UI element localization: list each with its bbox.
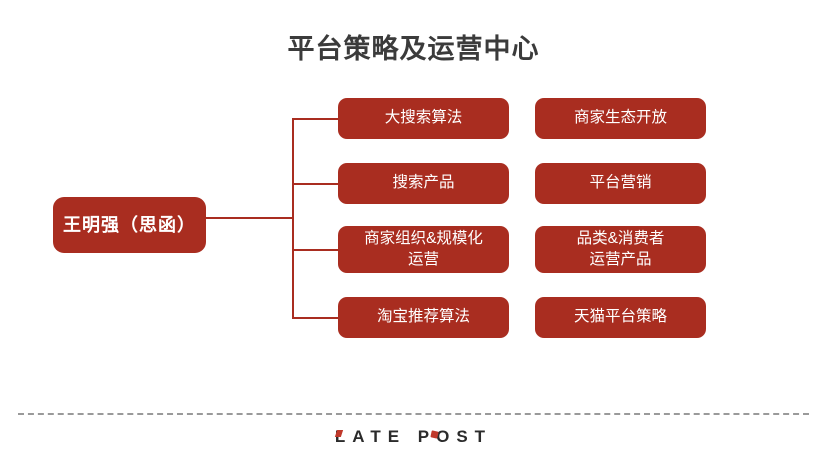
org-node-row3-col2-line2: 运营产品 (589, 250, 652, 268)
connector-branch-row-2 (292, 183, 339, 185)
org-node-row1-col2[interactable]: 商家生态开放 (535, 98, 706, 139)
org-node-row1-col1[interactable]: 大搜索算法 (338, 98, 509, 139)
org-node-row1-col2-label: 商家生态开放 (573, 109, 667, 127)
org-node-row3-col2-line1: 品类&消费者 (576, 229, 665, 247)
logo-accent-o-icon (430, 430, 439, 439)
org-node-row3-col2-label: 品类&消费者 运营产品 (571, 229, 671, 271)
org-node-row2-col2-label: 平台营销 (589, 174, 652, 192)
org-node-row4-col2-label: 天猫平台策略 (573, 308, 667, 326)
connector-vertical-spine (292, 118, 294, 318)
org-node-row1-col1-label: 大搜索算法 (384, 109, 463, 127)
latepost-wordmark: LATE POST (334, 427, 493, 447)
org-node-row2-col1[interactable]: 搜索产品 (338, 163, 509, 204)
org-node-row4-col2[interactable]: 天猫平台策略 (535, 297, 706, 338)
connector-branch-row-3 (292, 249, 339, 251)
org-node-row3-col1-line2: 运营 (407, 250, 439, 268)
org-node-row4-col1-label: 淘宝推荐算法 (376, 308, 470, 326)
footer-divider (18, 413, 809, 415)
org-node-row2-col2[interactable]: 平台营销 (535, 163, 706, 204)
org-node-row3-col1-label: 商家组织&规模化 运营 (358, 229, 489, 271)
latepost-wordmark-text: LATE POST (334, 427, 493, 446)
org-node-root-label: 王明强（思函） (63, 214, 196, 235)
org-node-row4-col1[interactable]: 淘宝推荐算法 (338, 297, 509, 338)
org-node-row3-col1[interactable]: 商家组织&规模化 运营 (338, 226, 509, 273)
connector-branch-row-1 (292, 118, 339, 120)
connector-root-trunk (206, 217, 294, 219)
org-node-root[interactable]: 王明强（思函） (53, 197, 206, 253)
org-node-row2-col1-label: 搜索产品 (392, 174, 455, 192)
footer-logo: LATE POST (0, 427, 827, 447)
org-node-row3-col1-line1: 商家组织&规模化 (364, 229, 483, 247)
connector-branch-row-4 (292, 317, 339, 319)
page-title: 平台策略及运营中心 (287, 34, 540, 64)
org-node-row3-col2[interactable]: 品类&消费者 运营产品 (535, 226, 706, 273)
